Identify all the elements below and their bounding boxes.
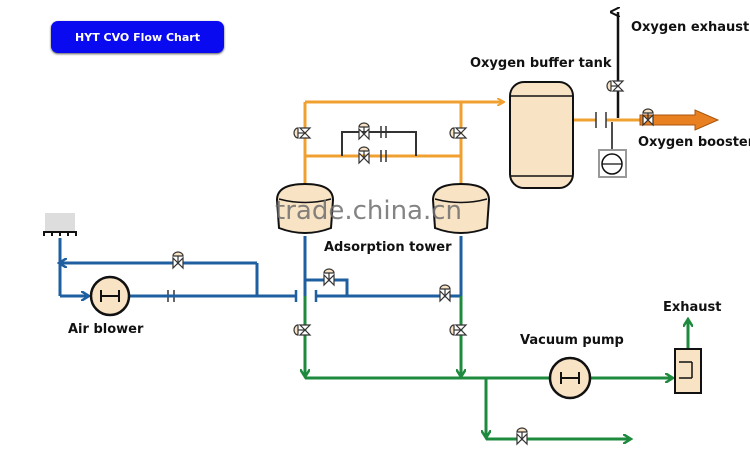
title-button[interactable]: HYT CVO Flow Chart	[51, 21, 224, 53]
watermark: trade.china.cn	[275, 196, 463, 226]
oxygen-lines	[303, 102, 640, 187]
label-air-blower: Air blower	[68, 322, 144, 337]
pressure-gauge-icon	[598, 149, 627, 178]
exhaust-silencer-icon	[674, 348, 702, 394]
adsorption-tower-left	[275, 182, 335, 234]
air-intake-icon	[43, 213, 77, 236]
air-lines	[60, 236, 463, 296]
air-blower-icon	[89, 275, 131, 317]
valve-icon[interactable]	[449, 324, 467, 336]
label-oxygen-booster: Oxygen booster	[638, 135, 750, 150]
flange-icon	[294, 290, 318, 302]
valve-icon[interactable]	[293, 324, 311, 336]
oxygen-exhaust-line	[612, 12, 618, 150]
oxygen-buffer-tank	[509, 81, 574, 189]
label-adsorption-tower: Adsorption tower	[324, 240, 452, 255]
valve-icon[interactable]	[172, 251, 184, 269]
valve-icon[interactable]	[449, 127, 467, 139]
label-oxygen-buffer-tank: Oxygen buffer tank	[470, 56, 612, 71]
valve-icon[interactable]	[439, 284, 451, 302]
label-oxygen-exhaust: Oxygen exhaust	[631, 20, 750, 35]
vacuum-lines	[305, 296, 688, 439]
valve-icon[interactable]	[323, 268, 335, 286]
adsorption-tower-right	[431, 182, 491, 234]
valve-icon[interactable]	[606, 80, 624, 92]
valve-icon[interactable]	[293, 127, 311, 139]
valve-icon[interactable]	[358, 146, 370, 164]
valve-icon[interactable]	[358, 122, 370, 140]
label-exhaust: Exhaust	[663, 300, 722, 315]
valve-icon[interactable]	[516, 427, 528, 445]
oxygen-booster-arrow-icon	[639, 109, 720, 131]
vacuum-pump-icon	[548, 356, 592, 400]
label-vacuum-pump: Vacuum pump	[520, 333, 624, 348]
